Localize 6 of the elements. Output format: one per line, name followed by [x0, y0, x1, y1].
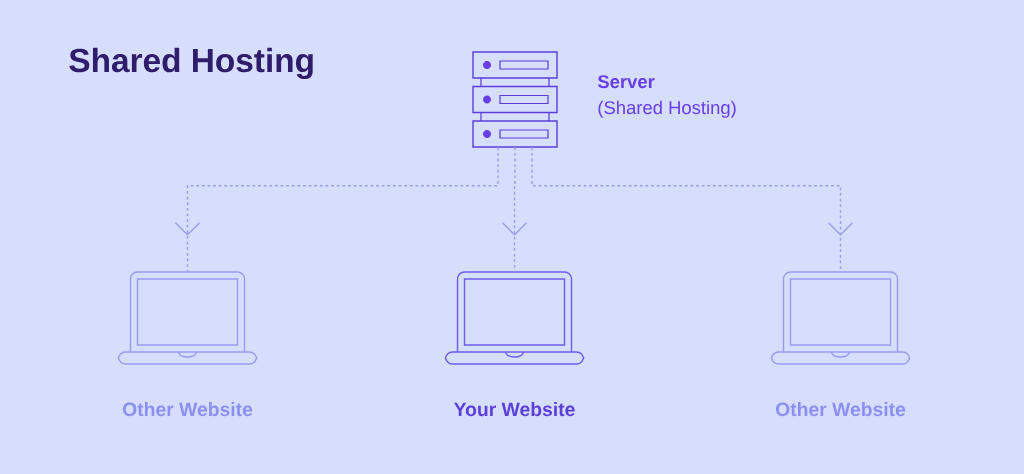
website-label: Your Website — [454, 402, 575, 417]
website-label: Other Website — [122, 402, 253, 417]
website-label: Other Website — [776, 402, 906, 417]
server-label: Server — [597, 75, 655, 89]
title: Shared Hosting — [69, 47, 313, 80]
server-caption: (Shared Hosting) — [598, 100, 736, 118]
